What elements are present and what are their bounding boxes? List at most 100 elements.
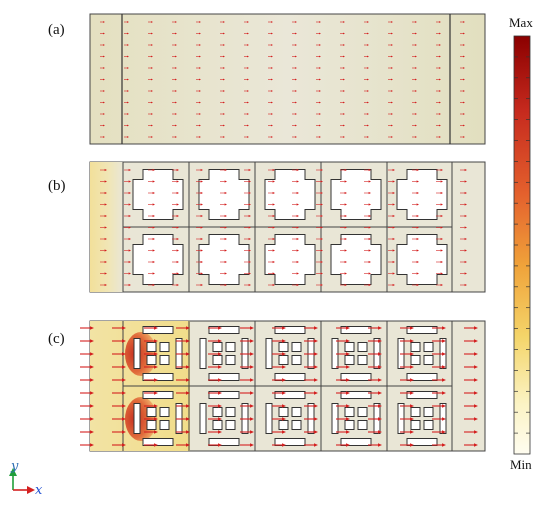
panel-a-arrow bbox=[100, 101, 105, 104]
panel-a-arrow-head bbox=[247, 113, 249, 115]
panel-c-arrow-head bbox=[442, 352, 446, 356]
panel-b-arrow bbox=[196, 237, 203, 241]
panel-a-arrow-head bbox=[439, 136, 441, 138]
panel-c-slot-left bbox=[199, 403, 207, 434]
panel-c-slot-center bbox=[225, 355, 236, 365]
panel-a-arrow bbox=[460, 32, 465, 35]
panel-c-arrow bbox=[144, 352, 158, 356]
panel-b-arrow-head bbox=[152, 214, 155, 218]
panel-a-arrow bbox=[460, 113, 465, 115]
panel-c-arrow bbox=[464, 391, 478, 395]
panel-b-arrow-head bbox=[392, 237, 395, 241]
panel-c-arrow-head bbox=[250, 404, 254, 408]
panel-b-arrow-head bbox=[392, 168, 395, 172]
panel-label-b: (b) bbox=[48, 178, 66, 194]
panel-b-arrow bbox=[340, 260, 347, 264]
panel-b-arrow-head bbox=[200, 180, 203, 183]
panel-b-arrow-head bbox=[344, 168, 347, 172]
panel-b-arrow-head bbox=[464, 191, 467, 195]
panel-b-arrow bbox=[460, 168, 467, 172]
panel-b-arrow bbox=[244, 214, 251, 218]
panel-c-slot-center bbox=[291, 355, 302, 365]
panel-c-arrow-head bbox=[474, 352, 478, 356]
panel-a-arrows bbox=[100, 21, 465, 138]
panel-b-arrow-head bbox=[200, 203, 203, 206]
panel-c-arrow-head bbox=[282, 352, 286, 356]
panel-a-arrow bbox=[436, 21, 441, 23]
panel-c-slot-bottom bbox=[208, 373, 240, 381]
panel-b-arrow-head bbox=[368, 168, 371, 172]
panel-c-arrow bbox=[176, 391, 190, 395]
panel-a-arrow bbox=[172, 90, 177, 92]
panel-a-arrow bbox=[388, 124, 393, 127]
panel-a-arrow bbox=[388, 21, 393, 23]
panel-b-hotspot bbox=[90, 162, 123, 292]
panel-a-arrow-head bbox=[463, 113, 465, 115]
panel-a-arrow bbox=[220, 44, 225, 46]
panel-a-arrow-head bbox=[367, 21, 369, 23]
panel-c-arrow-head bbox=[90, 352, 94, 356]
panel-c-arrow bbox=[240, 430, 254, 434]
panel-b-arrow-head bbox=[392, 283, 395, 287]
panel-c-arrow bbox=[368, 430, 382, 434]
panel-a-arrow bbox=[292, 101, 297, 104]
panel-c-arrow-head bbox=[378, 326, 382, 330]
panel-c-slot-center bbox=[212, 420, 223, 430]
panel-a-arrow bbox=[436, 113, 441, 115]
panel-c-arrow bbox=[80, 417, 94, 421]
panel-b-arrow-head bbox=[224, 249, 227, 252]
panel-c-arrow bbox=[112, 352, 126, 356]
panel-c-slot-center bbox=[146, 420, 157, 430]
panel-c-slot-center bbox=[410, 407, 421, 417]
panel-c-arrow-head bbox=[346, 378, 350, 382]
panel-a-arrow bbox=[316, 101, 321, 104]
panel-c-arrow bbox=[304, 443, 318, 447]
panel-a-arrow-head bbox=[463, 44, 465, 46]
panel-b-arrow bbox=[124, 180, 131, 183]
panel-a-arrow bbox=[436, 32, 441, 35]
panel-b-arrow bbox=[244, 283, 251, 287]
panel-c-arrow bbox=[336, 417, 350, 421]
panel-a-arrow-head bbox=[223, 44, 225, 46]
panel-a-arrow-head bbox=[415, 136, 417, 138]
panel-b-arrow bbox=[436, 260, 443, 264]
panel-a-arrow-head bbox=[127, 113, 129, 115]
panel-c-arrow-head bbox=[250, 378, 254, 382]
panel-b-arrow bbox=[436, 214, 443, 218]
panel-a-arrow bbox=[388, 32, 393, 35]
panel-b-arrow-head bbox=[296, 180, 299, 183]
panel-a-arrow-head bbox=[295, 55, 297, 58]
panel-b-arrow bbox=[292, 237, 299, 241]
panel-b-arrow bbox=[340, 272, 347, 275]
panel-a-arrow-head bbox=[439, 101, 441, 104]
panel-c-arrow bbox=[80, 339, 94, 343]
panel-a-arrow-head bbox=[271, 136, 273, 138]
panel-b-arrow bbox=[148, 272, 155, 275]
panel-a-arrow-head bbox=[127, 124, 129, 127]
panel-c-arrow bbox=[272, 326, 286, 330]
panel-b-arrow-head bbox=[104, 237, 107, 241]
panel-b-arrow-head bbox=[152, 260, 155, 264]
panel-a-arrow-head bbox=[271, 44, 273, 46]
panel-b-cross-hole bbox=[264, 169, 316, 220]
panel-c-arrow-head bbox=[314, 352, 318, 356]
panel-b-arrow bbox=[220, 260, 227, 264]
panel-c-slot-center bbox=[344, 420, 355, 430]
panel-c-arrow-head bbox=[442, 404, 446, 408]
panel-a-arrow-head bbox=[391, 67, 393, 69]
panel-c-arrow-head bbox=[154, 443, 158, 447]
panel-c-arrow bbox=[464, 443, 478, 447]
panel-b-arrow-head bbox=[344, 249, 347, 252]
panel-a-arrow-head bbox=[175, 21, 177, 23]
panel-b-arrow bbox=[412, 237, 419, 241]
panel-c-arrow-head bbox=[346, 391, 350, 395]
panel-a-arrow-head bbox=[271, 90, 273, 92]
panel-b-arrow-head bbox=[152, 283, 155, 287]
panel-b-arrow bbox=[196, 191, 203, 195]
panel-a-arrow bbox=[412, 44, 417, 46]
panel-c-arrow-head bbox=[154, 417, 158, 421]
panel-c-slot-center bbox=[344, 407, 355, 417]
panel-c-arrow-head bbox=[442, 391, 446, 395]
panel-a-arrow-head bbox=[415, 44, 417, 46]
panel-b-arrow bbox=[100, 249, 107, 252]
